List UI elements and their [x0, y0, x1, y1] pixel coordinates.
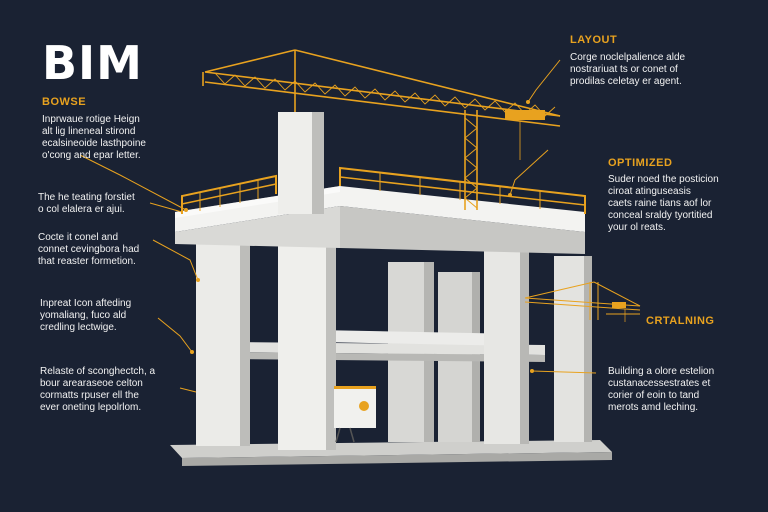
right-note-1: Corge noclelpalience alde nostrariuat ts…	[570, 52, 730, 88]
right-note-3-heading: CRTALNING	[646, 315, 715, 327]
front-columns	[196, 216, 592, 450]
leader-lines	[79, 59, 640, 393]
note-line: ecalsineoide lasthpoine	[42, 138, 146, 149]
note-line: The he teating forstiet	[38, 192, 135, 203]
note-line: Building a olore estelion	[608, 366, 715, 377]
left-note-4: Inpreat Icon afteding yomaliang, fuco al…	[40, 298, 200, 334]
note-line: prodilas celetay er agent.	[570, 76, 682, 87]
note-line: Suder noed the posticion	[608, 174, 719, 185]
note-line: o col elalera er ajui.	[38, 204, 125, 215]
left-note-2: The he teating forstiet o col elalera er…	[38, 192, 198, 216]
note-line: Inprwaue rotige Heign	[42, 114, 140, 125]
note-line: Corge noclelpalience alde	[570, 52, 686, 63]
note-line: connet cevingbora had	[38, 244, 140, 255]
note-line: alt lig lineneal stirond	[42, 126, 136, 137]
crane-trolley	[505, 110, 545, 120]
note-line: your ol reats.	[608, 222, 666, 233]
core-tower	[278, 112, 324, 214]
left-note-5: Relaste of sconghectch, a bour arearaseo…	[40, 366, 200, 414]
right-note-2-heading: OPTIMIZED	[608, 157, 673, 169]
left-note-3: Cocte it conel and connet cevingbora had…	[38, 232, 198, 268]
note-line: conceal sraldy tyortitied	[608, 210, 713, 221]
note-line: merots amd leching.	[608, 402, 699, 413]
distant-crane-trolley	[612, 302, 626, 308]
site-sign	[334, 386, 376, 443]
note-line: caets raine tians aof lor	[608, 198, 712, 209]
note-line: corier of eoin to tand	[608, 390, 700, 401]
right-note-1-heading: LAYOUT	[570, 34, 618, 46]
note-line: cormatts rpuser ell the	[40, 390, 139, 401]
note-line: Relaste of sconghectch, a	[40, 366, 156, 377]
leader-dots	[184, 100, 534, 373]
note-line: Cocte it conel and	[38, 232, 119, 243]
note-line: custanacessestrates et	[608, 378, 711, 389]
right-note-4: Building a olore estelion custanacessest…	[608, 366, 768, 414]
note-line: ever oneting lepolrlom.	[40, 402, 142, 413]
note-line: nostrariuat ts or conet of	[570, 64, 678, 75]
note-line: Inpreat Icon afteding	[40, 298, 132, 309]
note-line: that reaster formetion.	[38, 256, 136, 267]
tower-crane	[202, 49, 561, 210]
distant-crane	[524, 281, 641, 322]
right-note-2: Suder noed the posticion ciroat atinguse…	[608, 174, 768, 234]
note-line: yomaliang, fuco ald	[40, 310, 127, 321]
page-title: BIM	[42, 36, 143, 90]
note-line: credling lectwige.	[40, 322, 117, 333]
left-note-1: Inprwaue rotige Heign alt lig lineneal s…	[42, 114, 202, 162]
left-note-1-heading: BOWSE	[42, 96, 87, 108]
top-slab	[175, 186, 585, 254]
rooftop-railing	[181, 166, 586, 214]
note-line: o'cong and epar letter.	[42, 150, 141, 161]
note-line: bour arearaseoe celton	[40, 378, 143, 389]
note-line: ciroat atinguseasis	[608, 186, 691, 197]
